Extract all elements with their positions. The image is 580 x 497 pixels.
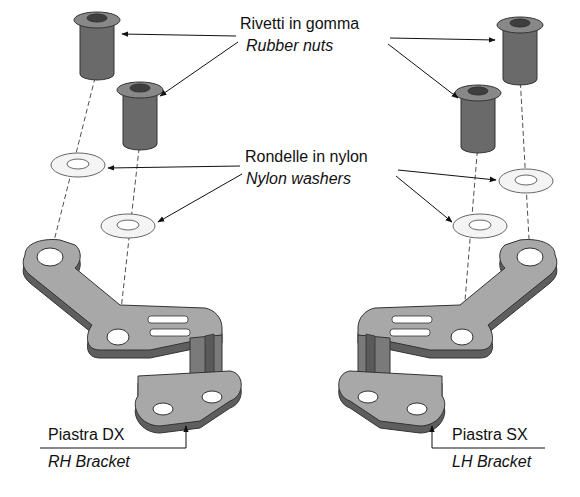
rubber-nuts <box>74 12 543 153</box>
part-name: Piastra SX <box>452 425 528 444</box>
leader-lines <box>40 34 545 448</box>
rh-bracket <box>23 240 241 433</box>
part-name: Rondelle in nylon <box>245 147 368 166</box>
part-name: Piastra DX <box>48 425 124 444</box>
lh-bracket <box>339 240 557 433</box>
part-name-english: Nylon washers <box>246 169 351 188</box>
part-name-english: LH Bracket <box>452 452 531 471</box>
part-name-english: RH Bracket <box>48 452 130 471</box>
axis-lines <box>50 70 530 337</box>
part-name-english: Rubber nuts <box>246 36 333 55</box>
part-name: Rivetti in gomma <box>240 14 359 33</box>
nylon-washers <box>51 153 553 238</box>
